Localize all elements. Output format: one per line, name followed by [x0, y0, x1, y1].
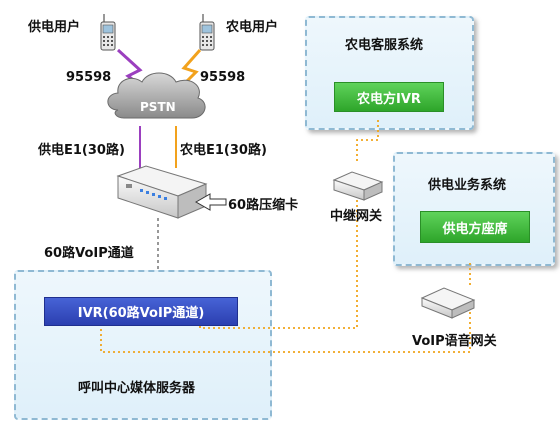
agri-user-number: 95598	[200, 70, 246, 85]
call-center-title: 呼叫中心媒体服务器	[78, 381, 196, 396]
trunk-gateway-icon	[332, 171, 384, 201]
agri-ivr-box: 农电方IVR	[334, 82, 444, 112]
agri-user-phone-icon	[199, 14, 215, 51]
power-business-system	[393, 152, 555, 266]
power-system-title: 供电业务系统	[428, 178, 507, 193]
power-e1-label: 供电E1(30路)	[38, 143, 125, 158]
pstn-label: PSTN	[140, 100, 176, 114]
compression-card-label: 60路压缩卡	[228, 198, 299, 213]
power-seat-box: 供电方座席	[420, 211, 530, 243]
call-center-media-server	[14, 270, 272, 420]
call-center-ivr-box: IVR(60路VoIP通道)	[44, 297, 238, 326]
voip-network-lines	[100, 120, 471, 353]
compression-device-icon	[116, 165, 208, 219]
voip-channel-label: 60路VoIP通道	[44, 246, 134, 261]
agri-e1-label: 农电E1(30路)	[180, 143, 267, 158]
trunk-gateway-label: 中继网关	[330, 209, 383, 224]
voip-gateway-label: VoIP语音网关	[412, 334, 497, 349]
power-user-label: 供电用户	[28, 20, 81, 35]
power-user-phone-icon	[100, 14, 116, 51]
compression-card-arrow-icon	[194, 193, 227, 211]
agri-user-label: 农电用户	[226, 20, 279, 35]
power-user-number: 95598	[66, 70, 112, 85]
voip-gateway-icon	[420, 287, 476, 319]
pstn-cloud	[107, 72, 206, 119]
agri-system-title: 农电客服系统	[345, 38, 424, 53]
